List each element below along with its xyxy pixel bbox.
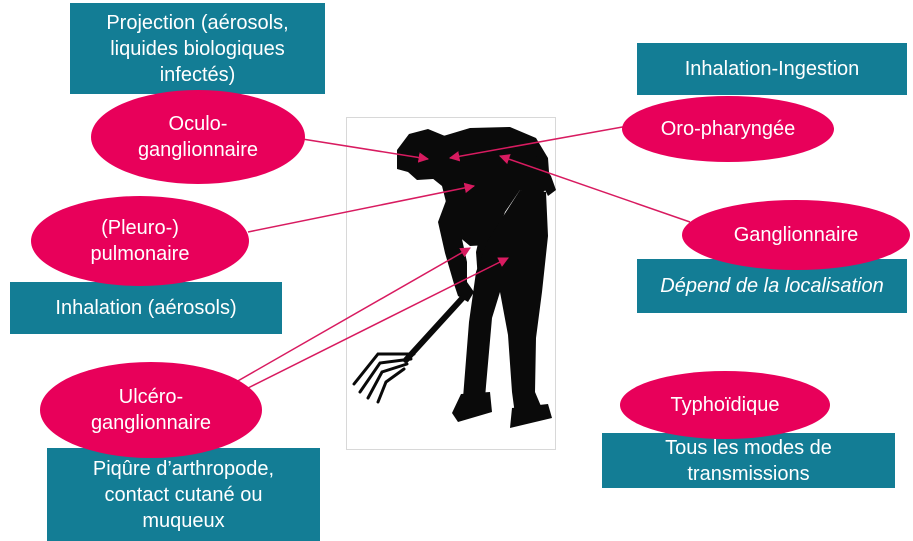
transmission-box-inhalation-aerosols: Inhalation (aérosols) [10, 282, 282, 334]
transmission-box-inhalation-ingestion: Inhalation-Ingestion [637, 43, 907, 95]
arrow-ulcero-2 [248, 258, 508, 388]
form-oval-ulcero-ganglionnaire: Ulcéro- ganglionnaire [40, 362, 262, 458]
arrow-ganglionnaire [500, 156, 690, 222]
transmission-box-projection: Projection (aérosols, liquides biologiqu… [70, 3, 325, 94]
arrow-oculo [296, 138, 428, 159]
arrow-oro [450, 126, 628, 158]
arrow-pulmonaire [248, 186, 474, 232]
form-oval-typhoidique: Typhoïdique [620, 371, 830, 439]
form-oval-pleuro-pulmonaire: (Pleuro-) pulmonaire [31, 196, 249, 286]
transmission-box-arthropode: Piqûre d’arthropode, contact cutané ou m… [47, 448, 320, 541]
form-oval-ganglionnaire: Ganglionnaire [682, 200, 910, 270]
form-oval-oculo-ganglionnaire: Oculo- ganglionnaire [91, 90, 305, 184]
transmission-box-tous-modes: Tous les modes de transmissions [602, 433, 895, 488]
form-oval-oro-pharyngee: Oro-pharyngée [622, 96, 834, 162]
